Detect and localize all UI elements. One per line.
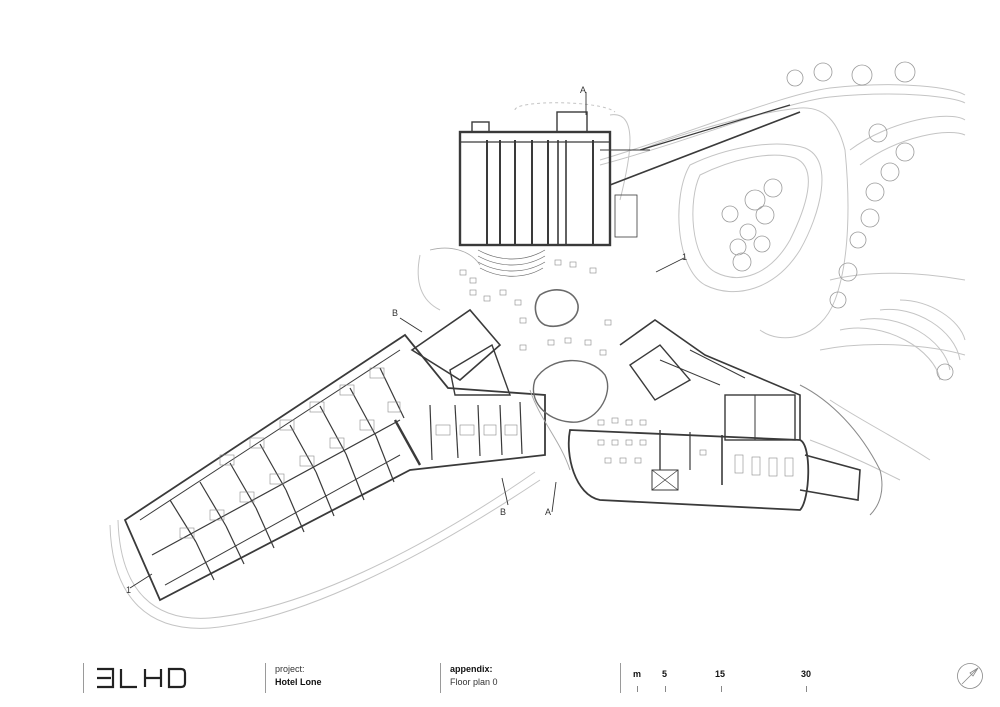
scale-tick [806,686,807,692]
building-north-block [458,104,801,247]
section-1-left: 1 [126,585,131,595]
room-furniture [179,367,518,539]
lobby-seating [459,259,612,356]
scale-mark-30: 30 [801,669,812,679]
auditorium-seating [477,249,546,277]
section-a-bottom: A [545,507,551,517]
section-markers [129,92,685,589]
divider-1 [83,663,84,693]
scale-tick [637,686,638,692]
divider-3 [440,663,441,693]
project-label: project: [275,664,305,674]
scale-tick [665,686,666,692]
scale-mark-15: 15 [715,669,726,679]
section-a-top: A [580,85,586,95]
section-1-right: 1 [682,252,687,262]
3lhd-logo-icon [97,667,187,689]
central-lobby [429,247,609,471]
site-outlines [109,84,966,629]
building-east-wing [567,319,883,516]
restaurant-tables [597,417,794,477]
scale-mark-5: 5 [662,669,668,679]
scale-tick [721,686,722,692]
divider-2 [265,663,266,693]
floor-plan-drawing: A B 1 B A 1 [109,61,966,629]
divider-4 [620,663,621,693]
section-b-bottom: B [500,507,506,517]
section-b-left: B [392,308,398,318]
trees [721,61,954,381]
scale-unit: m [633,669,642,679]
project-name: Hotel Lone [275,677,322,687]
north-arrow-icon [957,663,983,689]
building-west-wing [123,308,546,602]
appendix-label: appendix: [450,664,493,674]
appendix-value: Floor plan 0 [450,677,498,687]
